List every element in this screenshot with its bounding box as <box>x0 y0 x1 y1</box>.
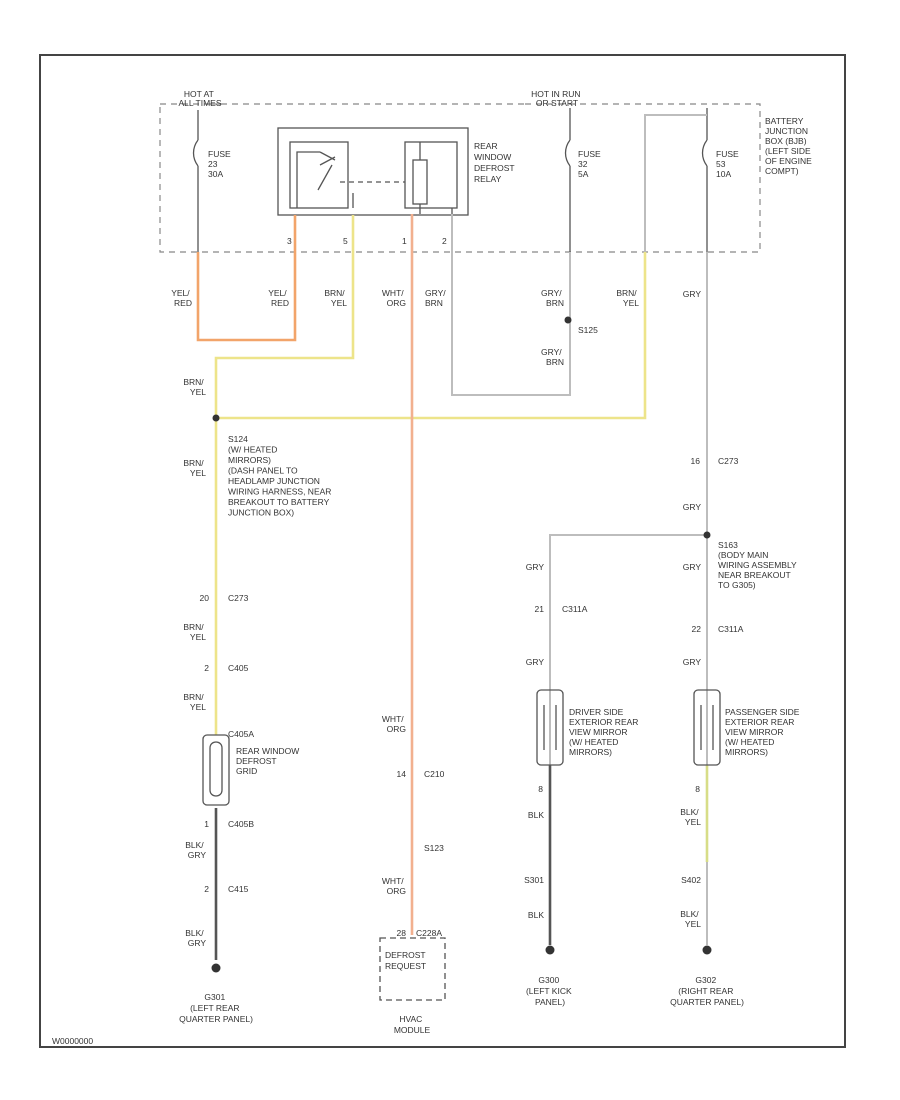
label-splice-s124: S124 (W/ HEATED MIRRORS) (DASH PANEL TO … <box>228 434 334 518</box>
label-wire-gry-pm-lower: GRY <box>683 657 702 667</box>
label-wire-blk-gry-lower: BLK/ GRY <box>185 928 206 948</box>
label-wire-brn-yel-c405: BRN/ YEL <box>183 692 206 712</box>
label-c273-pin: 16 <box>691 456 701 466</box>
label-wire-gry-brn-lower: GRY/ BRN <box>541 347 564 367</box>
label-wire-blk-gry-upper: BLK/ GRY <box>185 840 206 860</box>
label-c311a-pm: C311A <box>718 624 744 634</box>
label-gnd-g302: G302 (RIGHT REAR QUARTER PANEL) <box>670 975 744 1007</box>
fuse-32 <box>564 108 571 252</box>
label-wire-wht-org-lower: WHT/ ORG <box>382 876 406 896</box>
label-hot-in-run: HOT IN RUN OR START <box>531 89 583 108</box>
relay-pin-5: 5 <box>343 236 348 246</box>
label-c415: C415 <box>228 884 249 894</box>
label-wire-brn-yel-s124: BRN/ YEL <box>183 458 206 478</box>
label-grid: REAR WINDOW DEFROST GRID <box>236 746 302 776</box>
label-driver-mirror: DRIVER SIDE EXTERIOR REAR VIEW MIRROR (W… <box>569 707 641 757</box>
label-hvac-pin: 28 <box>397 928 407 938</box>
battery-junction-box-outline <box>159 103 761 253</box>
driver-side-mirror <box>536 689 564 766</box>
label-hvac-module: HVAC MODULE <box>394 1014 431 1035</box>
label-relay: REAR WINDOW DEFROST RELAY <box>474 141 517 184</box>
label-splice-s301: S301 <box>524 875 544 885</box>
label-fuse-53: FUSE 53 10A <box>716 149 741 179</box>
splice-s125-dot <box>564 316 572 324</box>
label-grid-conn: C405A <box>228 729 254 739</box>
label-c273-l-pin: 20 <box>200 593 210 603</box>
label-hot-at-all-times: HOT AT ALL TIMES <box>179 89 222 108</box>
relay-pin-2: 2 <box>442 236 447 246</box>
label-wire-gry-c273: GRY <box>683 502 702 512</box>
relay-pin-1: 1 <box>402 236 407 246</box>
label-c210: C210 <box>424 769 445 779</box>
label-splice-s123: S123 <box>424 843 444 853</box>
label-splice-s163: S163 (BODY MAIN WIRING ASSEMBLY NEAR BRE… <box>718 540 799 590</box>
wire-gry-brn-relay <box>451 214 571 396</box>
label-c405-pin: 2 <box>204 663 209 673</box>
relay-pin-3: 3 <box>287 236 292 246</box>
label-wire-gry-fuse: GRY <box>683 289 702 299</box>
label-c273: C273 <box>718 456 739 466</box>
label-wire-gry-brn-relay: GRY/ BRN <box>425 288 448 308</box>
label-gnd-g300: G300 (LEFT KICK PANEL) <box>526 975 574 1007</box>
wire-yel-red <box>196 215 297 342</box>
rear-window-defrost-relay <box>277 127 469 216</box>
label-wire-gry-dm-upper: GRY <box>526 562 545 572</box>
label-wire-brn-yel-relay: BRN/ YEL <box>324 288 347 308</box>
label-wire-brn-yel-fuse: BRN/ YEL <box>616 288 639 308</box>
label-hvac-conn: C228A <box>416 928 442 938</box>
label-c415-pin: 2 <box>204 884 209 894</box>
label-dm-pin: 8 <box>538 784 543 794</box>
hvac-module <box>379 937 446 1001</box>
label-wire-brn-yel-left: BRN/ YEL <box>183 377 206 397</box>
label-wire-gry-brn-fuse: GRY/ BRN <box>541 288 564 308</box>
splice-s124-dot <box>212 414 220 422</box>
label-splice-s402: S402 <box>681 875 701 885</box>
label-c311a-pm-pin: 22 <box>692 624 702 634</box>
label-wire-gry-pm-upper: GRY <box>683 562 702 572</box>
footer-id: W0000000 <box>52 1036 93 1046</box>
fuse-53 <box>701 108 708 252</box>
label-c405b: C405B <box>228 819 254 829</box>
splice-s163-dot <box>703 531 711 539</box>
ground-g302-icon <box>702 945 712 955</box>
label-gnd-g301: G301 (LEFT REAR QUARTER PANEL) <box>179 992 253 1024</box>
label-c311a-dm-pin: 21 <box>535 604 545 614</box>
label-wire-wht-org-relay: WHT/ ORG <box>382 288 406 308</box>
label-wire-wht-org-hvac: WHT/ ORG <box>382 714 406 734</box>
label-wire-gry-dm-lower: GRY <box>526 657 545 667</box>
label-wire-blk-yel-pm: BLK/ YEL <box>680 807 701 827</box>
label-wire-yel-red-2: YEL/ RED <box>268 288 289 308</box>
label-battery-junction-box: BATTERY JUNCTION BOX (BJB) (LEFT SIDE OF… <box>765 116 814 176</box>
wire-brn-yel <box>214 215 647 735</box>
rear-window-defrost-grid <box>202 734 230 806</box>
label-c405b-pin: 1 <box>204 819 209 829</box>
label-c405: C405 <box>228 663 249 673</box>
label-c273-l: C273 <box>228 593 249 603</box>
label-c311a-dm: C311A <box>562 604 588 614</box>
diagram-frame <box>39 54 846 1048</box>
label-wire-brn-yel-c273: BRN/ YEL <box>183 622 206 642</box>
label-pass-mirror: PASSENGER SIDE EXTERIOR REAR VIEW MIRROR… <box>725 707 802 757</box>
ground-g301-icon <box>211 963 221 973</box>
label-pm-pin: 8 <box>695 784 700 794</box>
label-splice-s125: S125 <box>578 325 598 335</box>
label-c210-pin: 14 <box>397 769 407 779</box>
fuse-23 <box>192 110 199 252</box>
ground-g300-icon <box>545 945 555 955</box>
passenger-side-mirror <box>693 689 721 766</box>
label-hvac-inner: DEFROST REQUEST <box>385 950 428 971</box>
label-wire-blk-yel-pm-lower: BLK/ YEL <box>680 909 701 929</box>
label-fuse-23: FUSE 23 30A <box>208 149 233 179</box>
label-wire-blk-dm-lower: BLK <box>528 910 544 920</box>
label-wire-yel-red-1: YEL/ RED <box>171 288 192 308</box>
label-wire-blk-dm: BLK <box>528 810 544 820</box>
label-fuse-32: FUSE 32 5A <box>578 149 603 179</box>
